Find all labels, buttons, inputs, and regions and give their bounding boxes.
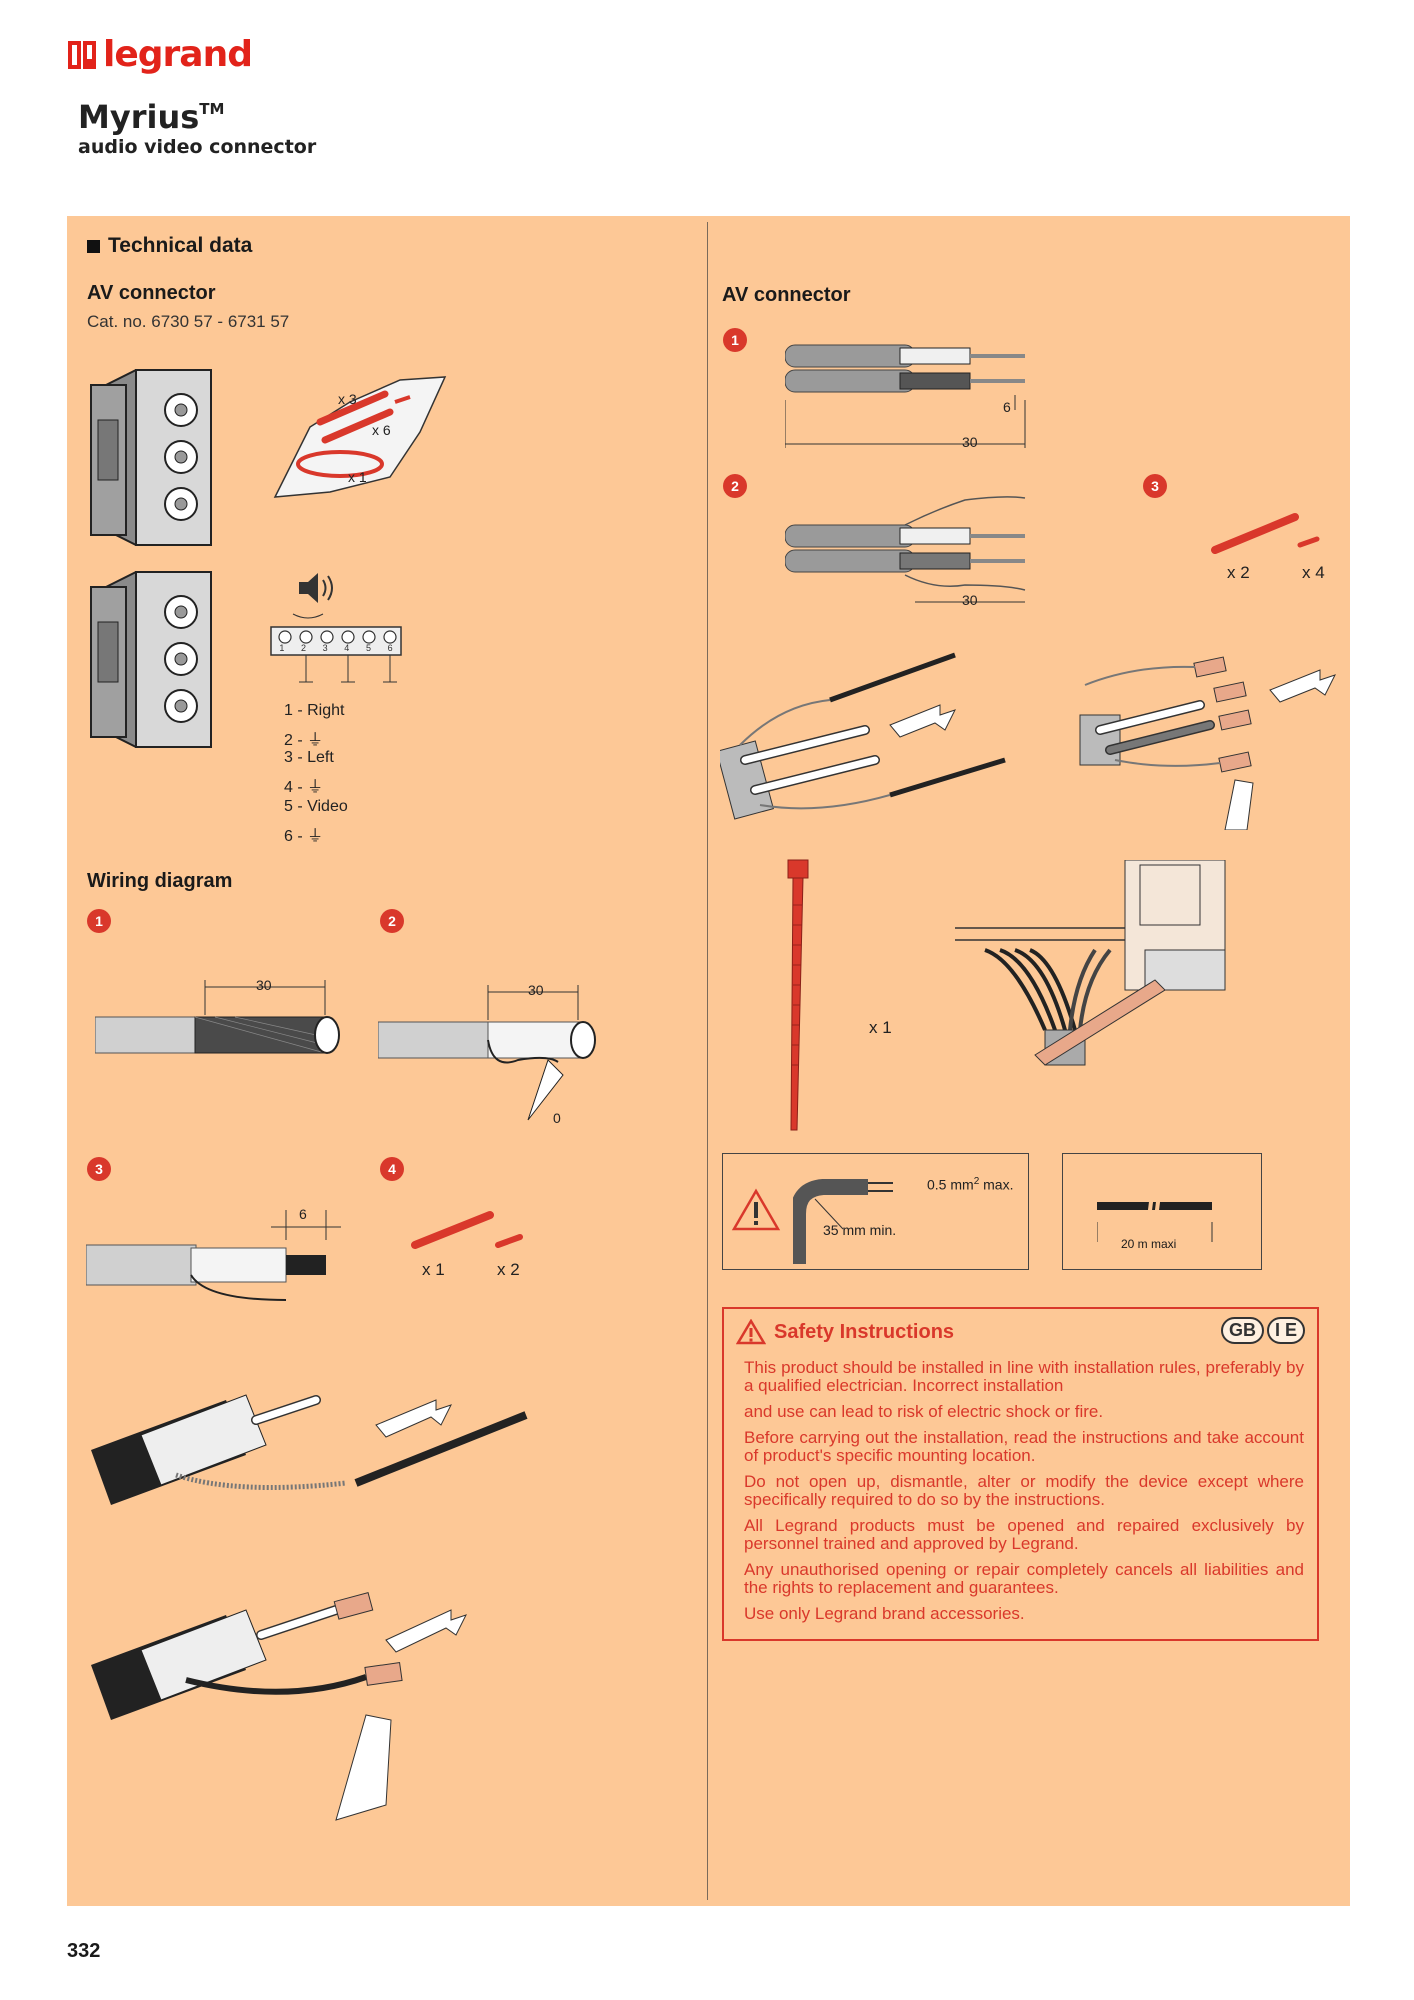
language-badge-gb: GB: [1220, 1317, 1264, 1344]
safety-paragraph: and use can lead to risk of electric sho…: [744, 1402, 1104, 1421]
pinout-3: 3 - Left: [284, 749, 334, 766]
technical-data-heading: Technical data: [87, 234, 252, 258]
wire-max-label: 0.5 mm2 max.: [927, 1176, 1014, 1193]
safety-instructions-box: Safety Instructions GB I E This product …: [722, 1307, 1319, 1641]
product-subtitle: audio video connector: [78, 136, 317, 158]
speaker-icon: [299, 573, 333, 603]
step-badge-4: 4: [380, 1157, 404, 1181]
ferrule-illustration: [411, 1211, 523, 1249]
cable-length-illustration: [1097, 1193, 1213, 1242]
pinout-2: 2 - ⏚: [284, 732, 324, 749]
pinout-5: 5 - Video: [284, 798, 348, 815]
twin-cable-drain-illustration: [720, 652, 1006, 820]
device-front-illustration: [90, 369, 212, 546]
ground-icon: ⏚: [302, 828, 324, 845]
warning-icon: [731, 1188, 781, 1231]
coax-strip-core-illustration: [86, 1210, 341, 1301]
av-connector-heading: AV connector: [87, 282, 216, 304]
accessory-bag-illustration: [273, 376, 447, 498]
right-ferrule-count-4: x 4: [1302, 563, 1325, 582]
catalog-number: Cat. no. 6730 57 - 6731 57: [87, 312, 290, 331]
terminal-numbers: 1 2 3 4 5 6: [271, 643, 401, 653]
device-rear-illustration: [90, 571, 212, 748]
dim-6: 6: [299, 1206, 307, 1222]
coax-ferrule-crimp-illustration: [91, 1394, 528, 1821]
dim-30-a: 30: [256, 977, 272, 993]
terminal-number: 6: [387, 643, 393, 653]
bend-radius-label: 35 mm min.: [823, 1222, 897, 1238]
safety-paragraph: Use only Legrand brand accessories.: [744, 1604, 1025, 1623]
column-divider: [707, 222, 708, 1900]
language-badge-ie: I E: [1266, 1317, 1305, 1344]
right-ferrule-count-2: x 2: [1227, 563, 1250, 582]
ground-icon: ⏚: [302, 732, 324, 749]
dim-30-b: 30: [528, 982, 544, 998]
pinout-4: 4 - ⏚: [284, 779, 324, 796]
safety-title: Safety Instructions: [736, 1319, 954, 1345]
right-dim-30-a: 30: [962, 434, 978, 450]
terminal-block-diagram: [270, 613, 402, 683]
length-label: 20 m maxi: [1121, 1237, 1177, 1251]
av-connector-heading-right: AV connector: [722, 284, 851, 306]
warning-icon: [736, 1319, 766, 1345]
cable-tie-illustration: [787, 859, 809, 1131]
safety-paragraph: Any unauthorised opening or repair compl…: [744, 1560, 1304, 1597]
cable-tie-count: x 1: [869, 1018, 892, 1037]
pinout-1: 1 - Right: [284, 702, 345, 719]
wiring-diagram-heading: Wiring diagram: [87, 870, 233, 892]
right-step-badge-1: 1: [723, 328, 747, 352]
ferrule-count-1: x 1: [422, 1260, 445, 1279]
coax-fold-shield-illustration: [378, 985, 596, 1121]
twin-cable-ferrule-crimp-illustration: [1079, 656, 1336, 830]
product-title: MyriusTM: [78, 98, 225, 136]
step-badge-3: 3: [87, 1157, 111, 1181]
terminal-number: 5: [365, 643, 371, 653]
right-ferrule-illustration: [1211, 513, 1320, 554]
safety-paragraph: Do not open up, dismantle, alter or modi…: [744, 1472, 1304, 1509]
twin-cable-foil-illustration: [785, 496, 1026, 603]
terminal-number: 1: [279, 643, 285, 653]
ferrule-count-2: x 2: [497, 1260, 520, 1279]
bag-count-1: x 1: [348, 469, 367, 485]
brand-name: legrand: [103, 34, 253, 75]
cable-spec-box: 0.5 mm2 max. 35 mm min.: [722, 1153, 1029, 1270]
cable-tie-mounting-illustration: [955, 860, 1226, 1066]
pinout-6: 6 - ⏚: [284, 828, 324, 845]
step-badge-2: 2: [380, 909, 404, 933]
legrand-logo: legrand: [67, 34, 253, 75]
safety-paragraph: This product should be installed in line…: [744, 1358, 1304, 1395]
right-dim-30-b: 30: [962, 592, 978, 608]
dim-0: 0: [553, 1110, 561, 1126]
bag-count-6: x 6: [372, 422, 391, 438]
ground-icon: ⏚: [302, 779, 324, 796]
right-step-badge-2: 2: [723, 474, 747, 498]
square-bullet-icon: [87, 239, 100, 253]
right-step-badge-3: 3: [1143, 474, 1167, 498]
terminal-number: 3: [322, 643, 328, 653]
terminal-number: 2: [300, 643, 306, 653]
terminal-number: 4: [344, 643, 350, 653]
safety-text: This product should be installed in line…: [744, 1359, 1304, 1631]
page-number: 332: [67, 1940, 101, 1962]
cable-bend-illustration: [793, 1179, 893, 1264]
legrand-logo-icon: [67, 40, 97, 70]
safety-paragraph: All Legrand products must be opened and …: [744, 1516, 1304, 1553]
bag-count-3: x 3: [338, 391, 357, 407]
safety-paragraph: Before carrying out the installation, re…: [744, 1428, 1304, 1465]
coax-strip-shield-illustration: [95, 980, 340, 1054]
language-badges: GB I E: [1220, 1317, 1305, 1344]
cable-length-box: 20 m maxi: [1062, 1153, 1262, 1270]
step-badge-1: 1: [87, 909, 111, 933]
right-dim-6: 6: [1003, 399, 1011, 415]
twin-cable-strip-illustration: [785, 344, 1026, 448]
